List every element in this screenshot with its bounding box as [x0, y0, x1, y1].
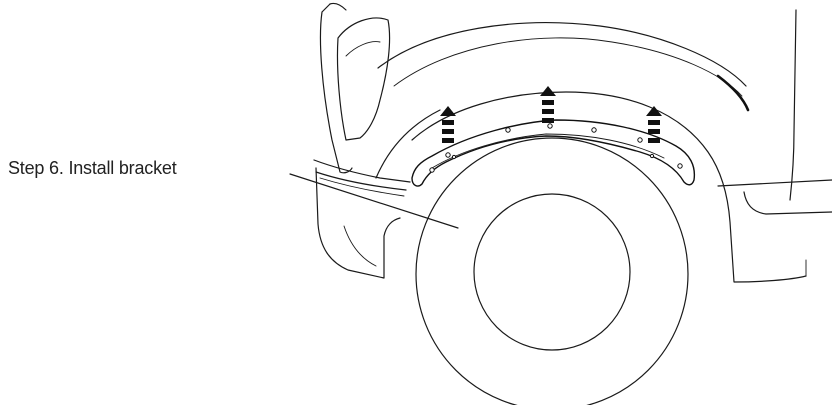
leader-line: [289, 173, 459, 229]
install-arrow-center: [540, 86, 556, 123]
wheel-rim: [473, 193, 631, 351]
fender-arc-upper: [377, 22, 750, 112]
body-side: [717, 9, 832, 277]
wheel-arch: [375, 91, 807, 283]
install-arrow-right: [646, 106, 662, 143]
step-caption: Step 6. Install bracket: [8, 158, 177, 178]
install-arrow-left: [440, 106, 456, 143]
headlight-outline: [319, 2, 391, 174]
fender-bracket: [411, 119, 696, 187]
tire: [415, 137, 689, 410]
bumper-outline: [313, 159, 411, 279]
